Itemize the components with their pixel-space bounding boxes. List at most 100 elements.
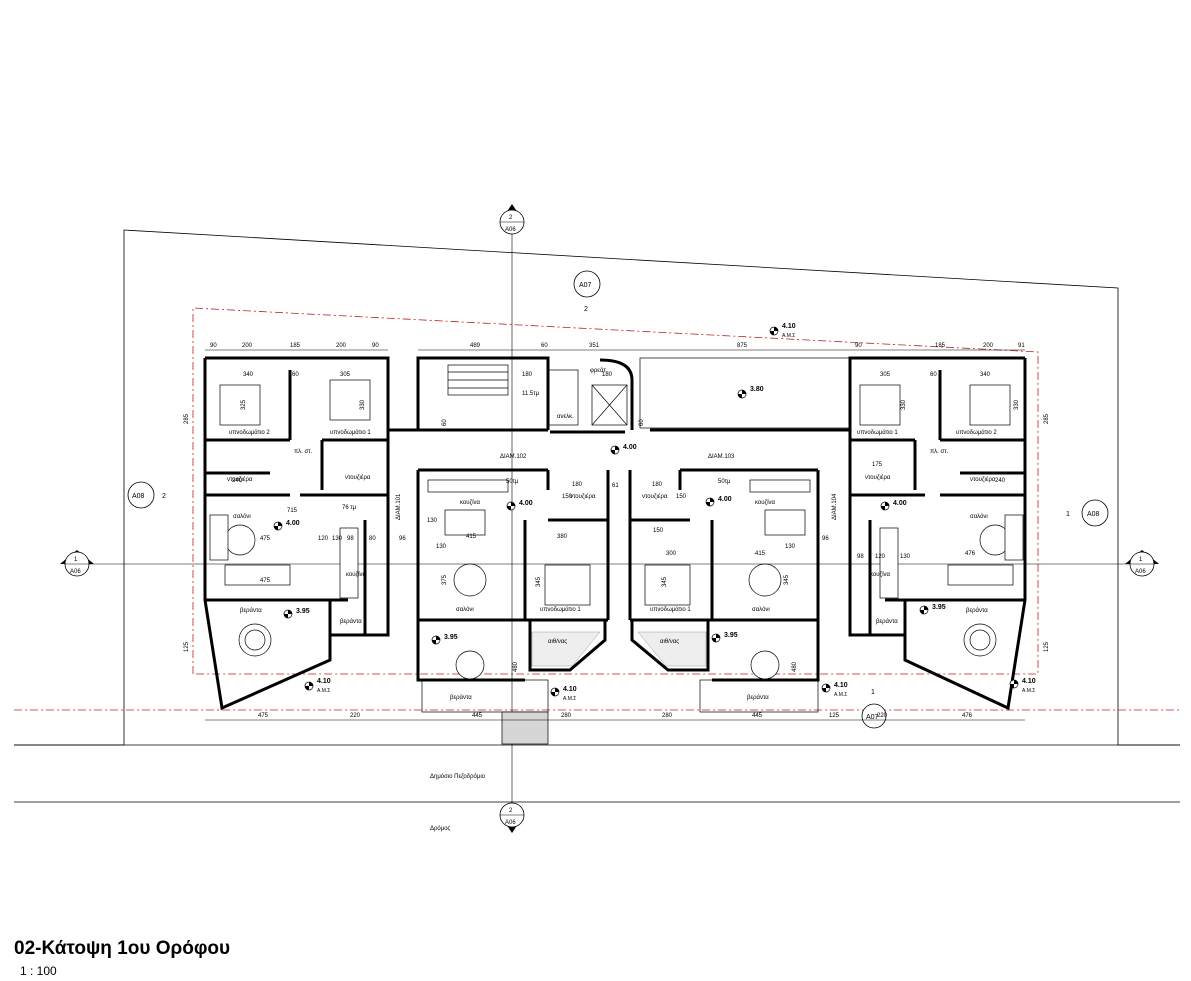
svg-text:240: 240 (232, 478, 243, 484)
svg-text:A06: A06 (1135, 569, 1146, 575)
svg-text:220: 220 (350, 713, 361, 719)
svg-text:150: 150 (562, 494, 573, 500)
svg-text:375: 375 (442, 574, 448, 585)
svg-text:130: 130 (332, 536, 343, 542)
room-label: ντουζιέρα (865, 474, 891, 481)
room-label: ντουζιέρα (227, 476, 253, 483)
svg-text:3.95: 3.95 (444, 634, 458, 641)
svg-text:200: 200 (336, 343, 347, 349)
svg-text:A08: A08 (1087, 511, 1100, 518)
level-marker: 4.00 (880, 500, 907, 511)
svg-text:280: 280 (561, 713, 572, 719)
dimension-lines (205, 349, 1025, 721)
svg-text:875: 875 (737, 343, 748, 349)
svg-text:330: 330 (360, 399, 366, 410)
svg-text:445: 445 (472, 713, 483, 719)
section-marker-left: 1 A06 (60, 550, 94, 577)
svg-text:489: 489 (470, 343, 481, 349)
svg-text:340: 340 (243, 372, 254, 378)
level-marker: 4.00 (506, 500, 533, 511)
room-label: πλ. στ. (930, 449, 949, 455)
room-label: ανελκ. (557, 414, 574, 420)
level-marker: 4.00 (273, 520, 300, 531)
area-label: 76 τμ (342, 505, 357, 511)
svg-text:200: 200 (983, 343, 994, 349)
svg-text:91: 91 (1018, 343, 1025, 349)
svg-text:280: 280 (662, 713, 673, 719)
svg-text:A08: A08 (132, 493, 145, 500)
svg-text:130: 130 (436, 544, 447, 550)
level-markers: 4.10 Α.Μ.Σ 3.80 4.00 4.00 4.00 4.00 4.00 (273, 323, 1036, 702)
svg-text:98: 98 (347, 536, 354, 542)
svg-text:351: 351 (589, 343, 600, 349)
svg-text:325: 325 (241, 399, 247, 410)
room-label: ντουζιέρα (642, 493, 668, 500)
svg-text:300: 300 (666, 551, 677, 557)
svg-text:4.00: 4.00 (623, 444, 637, 451)
room-label: βεράντα (966, 607, 988, 614)
level-marker: 4.00 (705, 496, 732, 507)
room-label: ντουζιέρα (345, 474, 371, 481)
svg-text:Α.Μ.Σ: Α.Μ.Σ (563, 696, 576, 702)
svg-text:90: 90 (372, 343, 379, 349)
svg-text:1: 1 (74, 557, 78, 563)
level-marker: 4.10 Α.Μ.Σ (550, 686, 577, 702)
svg-text:96: 96 (822, 536, 829, 542)
room-label: φρεάτ. (590, 367, 608, 374)
drawing-title: 02-Κάτοψη 1ου Ορόφου (14, 938, 231, 959)
svg-text:240: 240 (995, 478, 1006, 484)
svg-text:3.80: 3.80 (750, 386, 764, 393)
svg-text:4.10: 4.10 (563, 686, 577, 693)
elevation-marker-bottom: A07 1 (861, 689, 887, 729)
svg-text:Α.Μ.Σ: Α.Μ.Σ (782, 333, 795, 339)
room-label: αιθ/νας (660, 639, 679, 645)
svg-text:4.00: 4.00 (286, 520, 300, 527)
svg-text:130: 130 (785, 544, 796, 550)
room-label: κουζίνα (460, 500, 481, 506)
room-label: υπνοδωμάτιο 2 (956, 429, 997, 436)
svg-text:4.10: 4.10 (317, 678, 331, 685)
svg-text:330: 330 (1014, 399, 1020, 410)
section-marker-right: 1 A06 (1125, 550, 1159, 577)
apartment-label: ΔΙΑΜ.101 (396, 493, 402, 520)
room-label: κουζίνα (870, 572, 891, 578)
svg-text:480: 480 (513, 661, 519, 672)
level-marker: 3.80 (737, 386, 764, 399)
svg-text:285: 285 (1044, 413, 1050, 424)
svg-text:2: 2 (509, 215, 513, 221)
section-marker-top: 2 A06 (499, 204, 525, 235)
svg-text:60: 60 (541, 343, 548, 349)
room-label: υπνοδωμάτιο 2 (229, 429, 270, 436)
svg-text:A07: A07 (866, 714, 879, 721)
svg-text:415: 415 (755, 551, 766, 557)
svg-text:185: 185 (935, 343, 946, 349)
svg-text:A06: A06 (505, 227, 516, 233)
svg-text:3.95: 3.95 (932, 604, 946, 611)
svg-text:Α.Μ.Σ: Α.Μ.Σ (1022, 688, 1035, 694)
area-label: 50τμ (718, 479, 731, 485)
furniture-sofas (209, 479, 1024, 599)
svg-text:475: 475 (258, 713, 269, 719)
svg-text:130: 130 (900, 554, 911, 560)
svg-text:185: 185 (290, 343, 301, 349)
svg-text:1: 1 (1066, 511, 1070, 518)
room-label: πλ. στ. (294, 449, 313, 455)
level-marker: 4.10 Α.Μ.Σ (769, 323, 796, 339)
svg-text:60: 60 (639, 419, 645, 426)
svg-text:120: 120 (875, 554, 886, 560)
room-label: αιθ/νας (548, 639, 567, 645)
room-label: ντουζιέρα (970, 476, 996, 483)
svg-text:475: 475 (260, 578, 271, 584)
svg-text:445: 445 (752, 713, 763, 719)
elevation-marker-left: A08 2 (127, 481, 166, 509)
level-marker: 3.95 (431, 634, 458, 645)
apartment-label: ΔΙΑΜ.102 (500, 454, 527, 460)
road-label: Δρόμος (430, 825, 451, 832)
svg-text:3.95: 3.95 (724, 632, 738, 639)
svg-text:4.00: 4.00 (893, 500, 907, 507)
svg-text:200: 200 (242, 343, 253, 349)
svg-text:150: 150 (653, 528, 664, 534)
svg-text:476: 476 (965, 551, 976, 557)
level-marker: 4.00 (610, 444, 637, 455)
